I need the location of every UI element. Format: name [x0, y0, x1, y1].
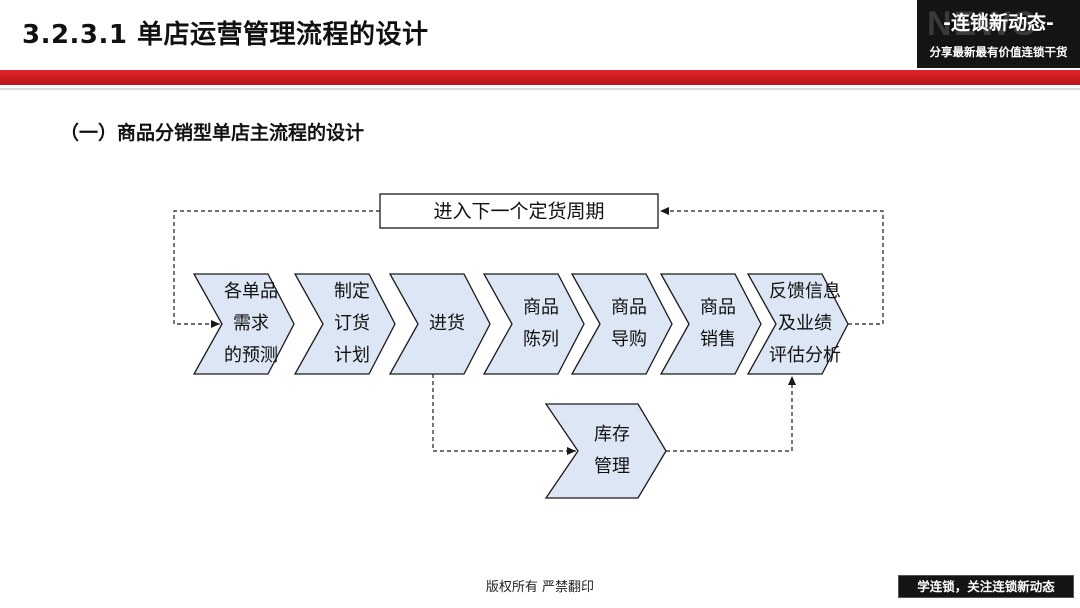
step-feedback-shape: [746, 273, 849, 375]
section-subtitle: （一）商品分销型单店主流程的设计: [60, 122, 365, 144]
header-divider: [0, 88, 1080, 90]
step-feedback-label-line: 反馈信息: [769, 281, 841, 302]
step-order-plan-label-line: 订货: [334, 313, 370, 334]
next-cycle-to-demand-connector: [173, 210, 380, 328]
step-order-plan-shape: [293, 273, 396, 375]
brand-name-text: 连锁新动态: [950, 12, 1046, 34]
brand-logo: NEWS -连锁新动态- 分享最新最有价值连锁干货: [917, 0, 1080, 68]
step-feedback-label-line: 及业绩: [778, 313, 832, 334]
page-title: 3.2.3.1 单店运营管理流程的设计: [22, 20, 429, 50]
step-inventory-shape: [544, 403, 667, 499]
brand-background-word: NEWS: [927, 5, 1037, 43]
step-guide-label-line: 导购: [611, 329, 647, 350]
header-red-bar: [0, 70, 1080, 85]
step-guide-shape: [570, 273, 673, 375]
step-display-label-line: 陈列: [523, 329, 559, 350]
step-inventory-label-line: 库存: [594, 424, 630, 445]
step-display-label-line: 商品: [523, 297, 559, 318]
footer-follow-badge: 学连锁，关注连锁新动态: [898, 575, 1074, 598]
step-sales-label-line: 商品: [700, 297, 736, 318]
step-demand-label-line: 需求: [233, 313, 269, 334]
step-feedback-label-line: 评估分析: [769, 345, 841, 366]
step-sales-shape: [659, 273, 762, 375]
brand-name: -连锁新动态-: [943, 12, 1054, 34]
purchase-to-inventory-connector: [432, 374, 576, 455]
next-cycle-label: 进入下一个定货周期: [433, 201, 604, 223]
step-purchase-label-line: 进货: [429, 313, 465, 334]
step-display-shape: [482, 273, 585, 375]
step-order-plan-label-line: 计划: [334, 345, 370, 366]
feedback-to-next-cycle-connector: [660, 207, 884, 325]
step-inventory-label-line: 管理: [594, 456, 630, 477]
step-sales-label-line: 销售: [700, 329, 736, 350]
step-demand-label-line: 各单品: [224, 281, 278, 302]
next-cycle-box: [379, 193, 659, 229]
footer-copyright: 版权所有 严禁翻印: [485, 580, 595, 595]
step-demand-shape: [192, 273, 295, 375]
step-demand-label-line: 的预测: [224, 345, 278, 366]
step-purchase-shape: [388, 273, 491, 375]
brand-slogan: 分享最新最有价值连锁干货: [929, 45, 1068, 59]
step-order-plan-label-line: 制定: [334, 281, 370, 302]
step-guide-label-line: 商品: [611, 297, 647, 318]
inventory-to-feedback-connector: [666, 376, 796, 452]
